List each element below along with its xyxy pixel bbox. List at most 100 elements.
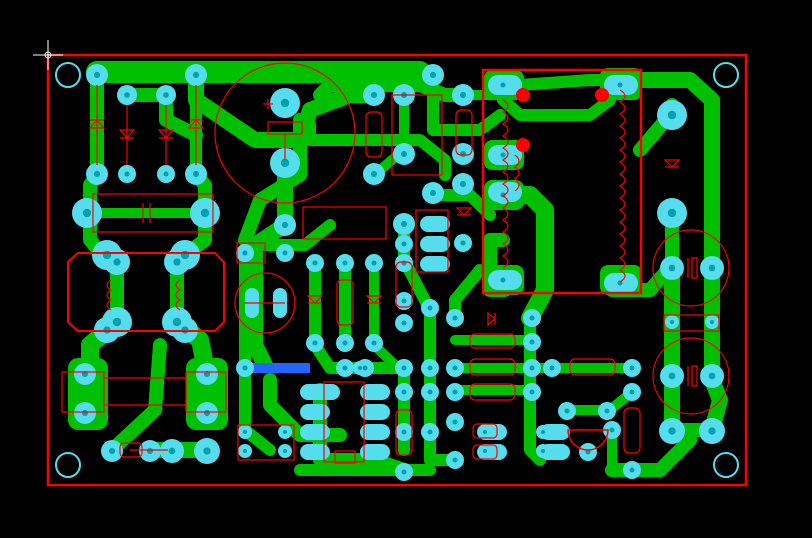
oval-pad	[300, 444, 330, 460]
drill-hole	[370, 170, 378, 178]
oval-pad	[360, 424, 390, 440]
drill-hole	[541, 430, 545, 434]
drill-hole	[280, 158, 290, 168]
drill-hole	[371, 260, 377, 266]
mounting-hole	[713, 452, 739, 478]
oval-pad	[540, 424, 570, 440]
drill-hole	[280, 98, 290, 108]
oval-pad	[420, 216, 450, 232]
drill-hole	[282, 250, 288, 256]
drill-hole	[163, 171, 169, 177]
drill-hole	[667, 208, 677, 218]
drill-hole	[243, 430, 247, 434]
drill-hole	[564, 408, 570, 414]
drill-hole	[708, 372, 716, 380]
drill-hole	[342, 340, 348, 346]
electrolytic-capacitor-large	[214, 62, 356, 204]
drill-hole	[459, 91, 467, 99]
drill-hole	[358, 366, 362, 370]
drill-hole	[371, 340, 377, 346]
drill-hole	[549, 365, 555, 371]
drill-hole	[585, 449, 591, 455]
oval-pad	[477, 424, 507, 440]
oval-pad	[420, 236, 450, 252]
film-capacitor-outline	[92, 193, 214, 233]
drill-hole	[529, 389, 535, 395]
drill-hole	[168, 447, 176, 455]
drill-hole	[82, 208, 92, 218]
relay-coil-left	[501, 99, 509, 269]
drill-hole	[452, 419, 458, 425]
drill-hole	[93, 170, 101, 178]
drill-hole	[370, 91, 378, 99]
relay-coil-right	[618, 89, 626, 283]
drill-hole	[500, 277, 506, 283]
drill-hole	[452, 315, 458, 321]
drill-hole	[112, 317, 122, 327]
drill-hole	[192, 71, 200, 79]
drill-hole	[401, 429, 407, 435]
transformer-outline	[67, 252, 225, 332]
drill-hole	[283, 449, 287, 453]
drill-hole	[283, 430, 287, 434]
drill-hole	[500, 152, 506, 158]
oval-pad	[360, 404, 390, 420]
drill-hole	[708, 264, 716, 272]
drill-hole	[708, 427, 716, 435]
drill-hole	[500, 82, 506, 88]
drill-hole	[427, 429, 433, 435]
oval-pad	[360, 444, 390, 460]
drill-hole	[483, 449, 487, 453]
transistor-outline	[567, 429, 609, 451]
mounting-hole	[55, 452, 81, 478]
connector-right-outline	[185, 371, 227, 413]
drill-hole	[629, 467, 635, 473]
silkscreen-layer	[46, 53, 748, 487]
mounting-hole	[55, 62, 81, 88]
drill-hole	[401, 241, 407, 247]
oval-pad	[360, 384, 390, 400]
drill-hole	[203, 447, 211, 455]
drill-hole	[124, 92, 130, 98]
drill-hole	[203, 409, 211, 417]
drill-hole	[192, 170, 200, 178]
relay-pad	[488, 182, 522, 202]
resistors	[119, 109, 641, 464]
drill-hole	[312, 340, 318, 346]
drill-hole	[242, 365, 248, 371]
drill-hole	[483, 430, 487, 434]
drill-hole	[452, 365, 458, 371]
drill-hole	[242, 250, 248, 256]
drill-hole	[401, 298, 407, 304]
drill-hole	[452, 389, 458, 395]
drill-hole	[529, 339, 535, 345]
drill-hole	[342, 365, 348, 371]
drill-hole	[312, 260, 318, 266]
drill-hole	[400, 220, 408, 228]
drill-hole	[541, 449, 545, 453]
drill-holes-layer	[81, 71, 716, 475]
drill-hole	[146, 447, 154, 455]
drill-hole	[81, 409, 89, 417]
oval-pad	[310, 384, 340, 400]
drill-hole	[281, 221, 289, 229]
drill-hole	[429, 189, 437, 197]
drill-hole	[452, 457, 458, 463]
drill-hole	[401, 260, 407, 266]
oval-pad	[540, 444, 570, 460]
board-outline	[46, 53, 748, 487]
drill-hole	[172, 317, 182, 327]
drill-hole	[243, 449, 247, 453]
drill-hole	[604, 408, 610, 414]
drill-hole	[429, 71, 437, 79]
oval-pad	[300, 404, 330, 420]
diode-bridge	[88, 85, 205, 165]
drill-hole	[113, 258, 121, 266]
electrolytic-capacitor-right-top	[652, 229, 730, 307]
relay-markers	[516, 88, 609, 152]
relay-outline	[481, 68, 643, 295]
oval-pad	[300, 424, 330, 440]
drill-hole	[670, 320, 674, 324]
drill-hole	[459, 180, 467, 188]
